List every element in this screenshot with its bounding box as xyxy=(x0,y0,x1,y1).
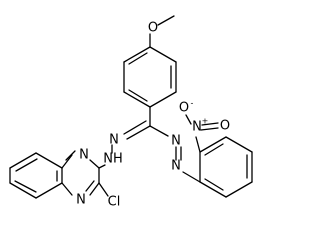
bond-methyl-o xyxy=(157,15,175,26)
azo-nitrogen-2-label: N xyxy=(171,159,181,174)
bond-nh-quinoxaline xyxy=(98,164,106,169)
molecule-svg: O N NH N N N + O - O N N Cl xyxy=(9,15,253,210)
nitro-oxygen-2-label: O xyxy=(220,119,230,134)
azo-nitrogen-1-label: N xyxy=(171,134,181,149)
nitrophenyl-ring xyxy=(199,136,253,198)
hydrazone-nitrogen-label: N xyxy=(109,133,119,148)
nitro-nitrogen-charge: + xyxy=(202,117,209,126)
bond-c-cl xyxy=(98,182,109,197)
methoxyphenyl-ring xyxy=(123,46,177,108)
nitro-nitrogen-label: N xyxy=(192,120,202,135)
bond-ring-nitro xyxy=(195,136,201,153)
bond-c-n-azo xyxy=(149,125,169,137)
nitro-oxygen-1-label: O xyxy=(179,101,189,116)
quinoxaline-nitrogen-bottom-label: N xyxy=(76,193,86,208)
chlorine-label: Cl xyxy=(108,195,121,210)
bond-nitro-o2 xyxy=(201,122,219,126)
quinoxaline-nitrogen-top-label: N xyxy=(79,148,89,163)
molecule-diagram: O N NH N N N + O - O N N Cl xyxy=(9,15,253,210)
bond-c-n-double xyxy=(126,125,151,140)
methoxy-oxygen-label: O xyxy=(148,21,158,36)
quinoxaline-ring xyxy=(9,150,100,199)
hydrazone-nh-label: NH xyxy=(103,152,123,167)
nitro-oxygen-1-charge: - xyxy=(191,99,194,108)
bond-nitro-o1 xyxy=(185,114,192,125)
bond-n-nitrophenyl xyxy=(182,171,201,183)
